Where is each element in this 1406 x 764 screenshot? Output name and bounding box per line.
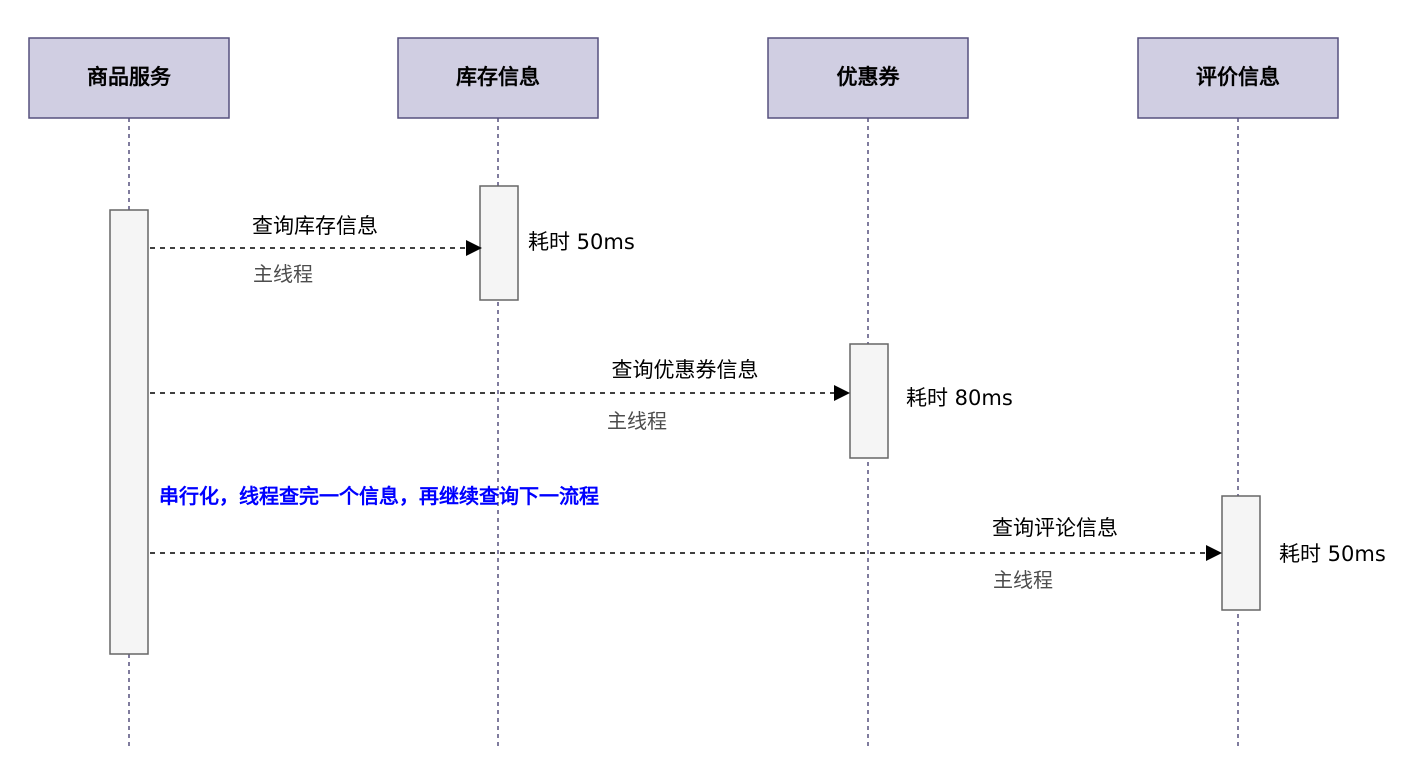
thread-label: 主线程 [253,262,313,286]
duration-label: 耗时 50ms [528,230,635,254]
serial-note: 串行化，线程查完一个信息，再继续查询下一流程 [159,484,599,508]
duration-label: 耗时 50ms [1279,542,1386,566]
actor-inventory: 库存信息 [397,37,599,119]
actor-label: 评价信息 [1196,65,1280,89]
arrow-head-icon [834,385,850,401]
actor-label: 库存信息 [456,65,540,89]
activation-review [1221,495,1261,611]
arrow-head-icon [1206,545,1222,561]
thread-label: 主线程 [993,568,1053,592]
activation-coupon [849,343,889,459]
message-label: 查询评论信息 [992,516,1118,540]
message-label: 查询库存信息 [252,214,378,238]
message-query-inventory: 查询库存信息 主线程 耗时 50ms [150,214,635,286]
actor-product-service: 商品服务 [28,37,230,119]
message-label: 查询优惠券信息 [612,358,759,382]
actor-coupon: 优惠券 [767,37,969,119]
message-query-review: 查询评论信息 主线程 耗时 50ms [150,516,1386,592]
thread-label: 主线程 [607,409,667,433]
activation-inventory [479,185,519,301]
message-query-coupon: 查询优惠券信息 主线程 耗时 80ms [150,358,1013,433]
arrow-head-icon [466,240,482,256]
actor-label: 商品服务 [87,65,172,89]
actor-review: 评价信息 [1137,37,1339,119]
duration-label: 耗时 80ms [906,386,1013,410]
activation-product-service [109,209,149,655]
actor-label: 优惠券 [837,65,901,89]
